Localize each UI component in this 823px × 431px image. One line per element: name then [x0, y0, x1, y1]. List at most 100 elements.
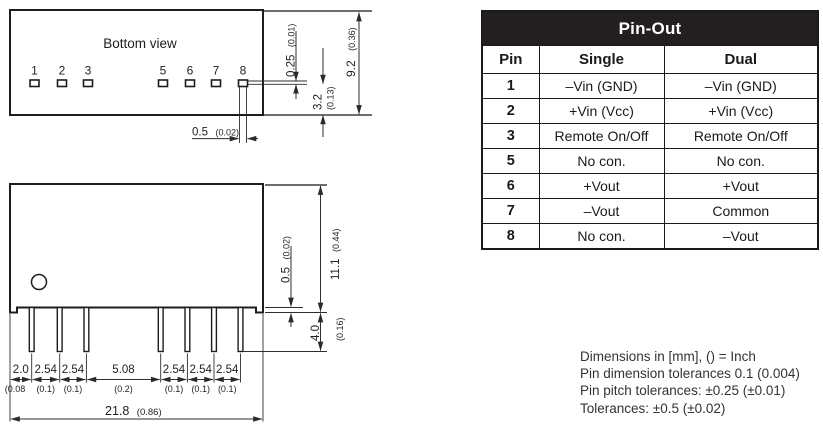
pitch-mm-2: 2.54	[62, 364, 85, 376]
pitch-mm-5: 2.54	[190, 364, 213, 376]
cell-single: –Vout	[538, 198, 665, 224]
pinout-table: Pin-Out Pin Single Dual 1 –Vin (GND) –Vi…	[481, 10, 820, 250]
cell-dual: No con.	[663, 148, 819, 174]
pitch-extension-lines	[9, 314, 264, 422]
table-row: 5 No con. No con.	[481, 148, 819, 174]
pin-label-3: 3	[85, 64, 92, 78]
table-row: 7 –Vout Common	[481, 198, 819, 224]
cell-single: No con.	[538, 223, 665, 250]
cell-dual: Remote On/Off	[663, 123, 819, 149]
cell-pin: 6	[481, 173, 540, 199]
cell-dual: Common	[663, 198, 819, 224]
pitch-in-3: (0.2)	[114, 384, 133, 394]
note-line-pin-dimension: Pin dimension tolerances 0.1 (0.004)	[580, 366, 800, 382]
dim-pin-length-mm: 4.0	[310, 325, 322, 341]
package-body-side-view	[9, 183, 264, 314]
pin-lead-8	[237, 306, 244, 353]
dim-pin-width-label: 0.5 (0.02)	[192, 123, 239, 140]
pinout-header-row: Pin Single Dual	[481, 45, 819, 74]
cell-dual: +Vout	[663, 173, 819, 199]
table-row: 3 Remote On/Off Remote On/Off	[481, 123, 819, 149]
pin-pad-5	[157, 79, 169, 88]
dim-pin-offset-in: (0.13)	[326, 86, 336, 110]
cell-pin: 1	[481, 73, 540, 99]
pin1-indicator-circle	[30, 273, 48, 291]
pin-number-labels: 1 2 3 5 6 7 8	[31, 64, 247, 78]
dim-standoff-label: 0.5 (0.02)	[277, 236, 294, 283]
pin-pad-8	[237, 79, 249, 88]
cell-dual: +Vin (Vcc)	[663, 98, 819, 124]
table-row: 2 +Vin (Vcc) +Vin (Vcc)	[481, 98, 819, 124]
pitch-in-0: (0.08	[5, 384, 26, 394]
note-line-units: Dimensions in [mm], () = Inch	[580, 349, 756, 364]
dim-pin-thickness: 0.25 (0.01)	[282, 24, 299, 99]
pitch-mm-0: 2.0	[13, 364, 29, 376]
pin-label-6: 6	[187, 64, 194, 78]
pin-pad-6	[184, 79, 196, 88]
pin-pad-3	[82, 79, 94, 88]
col-header-pin: Pin	[481, 45, 540, 74]
pin-lead-5	[157, 306, 164, 353]
cell-pin: 7	[481, 198, 540, 224]
pin-lead-2	[56, 306, 63, 353]
pin-pads	[29, 79, 249, 88]
col-header-single: Single	[538, 45, 665, 74]
pitch-in-4: (0.1)	[165, 384, 184, 394]
dim-body-height-label: 11.1 (0.44)	[326, 229, 343, 281]
pin-label-1: 1	[31, 64, 38, 78]
dim-pin-offset-mm: 3.2	[313, 94, 325, 110]
bottom-view-diagram: Bottom view 1 2 3 5 6 7 8	[9, 9, 372, 143]
cell-single: +Vin (Vcc)	[538, 98, 665, 124]
note-line-pin-pitch: Pin pitch tolerances: ±0.25 (±0.01)	[580, 383, 786, 399]
package-body-bottom-view	[9, 9, 264, 116]
pin-label-2: 2	[59, 64, 66, 78]
table-row: 8 No con. –Vout	[481, 223, 819, 250]
dim-body-width: 21.8 (0.86)	[10, 402, 263, 422]
dim-pin-thickness-label: 0.25 (0.01)	[282, 24, 299, 77]
cell-single: –Vin (GND)	[538, 73, 665, 99]
dim-pin-width: 0.5 (0.02)	[192, 87, 258, 143]
pin-label-8: 8	[240, 64, 247, 78]
cell-single: No con.	[538, 148, 665, 174]
pin-leads	[28, 306, 244, 353]
cell-pin: 2	[481, 98, 540, 124]
pin-lead-6	[184, 306, 191, 353]
cell-single: Remote On/Off	[538, 123, 665, 149]
cell-pin: 5	[481, 148, 540, 174]
dim-pin-length-in: (0.16)	[335, 317, 345, 341]
dim-body-width-label: 21.8 (0.86)	[105, 402, 162, 419]
mechanical-drawings: Bottom view 1 2 3 5 6 7 8	[5, 9, 372, 422]
pitch-mm-3: 5.08	[112, 364, 134, 376]
pin-pad-7	[210, 79, 222, 88]
pin-pad-2	[56, 79, 68, 88]
pinout-table-title: Pin-Out	[481, 10, 819, 46]
pin-pad-1	[29, 79, 40, 88]
pin-lead-7	[210, 306, 218, 353]
pin-label-5: 5	[160, 64, 167, 78]
dim-body-depth-label: 9.2 (0.36)	[342, 27, 359, 77]
pitch-labels-mm: 2.0 2.54 2.54 5.08 2.54 2.54 2.54	[13, 364, 239, 376]
pin-lead-3	[83, 306, 90, 353]
pitch-labels-inch: (0.08 (0.1) (0.1) (0.2) (0.1) (0.1) (0.1…	[5, 384, 237, 394]
bottom-view-title: Bottom view	[103, 36, 177, 51]
dim-standoff: 0.5 (0.02)	[277, 236, 294, 327]
cell-pin: 3	[481, 123, 540, 149]
dim-pin-length: 4.0 (0.16)	[310, 313, 345, 351]
pin-lead-1	[28, 306, 35, 353]
pitch-in-5: (0.1)	[191, 384, 210, 394]
note-line-tolerances: Tolerances: ±0.5 (±0.02)	[580, 400, 726, 416]
dim-body-depth: 9.2 (0.36)	[342, 12, 362, 115]
pitch-in-1: (0.1)	[36, 384, 55, 394]
table-row: 6 +Vout +Vout	[481, 173, 819, 199]
pitch-mm-4: 2.54	[163, 364, 186, 376]
dimension-notes: Dimensions in [mm], () = Inch Pin dimens…	[580, 348, 800, 417]
dim-pin-offset: 3.2 (0.13)	[313, 48, 336, 137]
cell-dual: –Vin (GND)	[663, 73, 819, 99]
cell-single: +Vout	[538, 173, 665, 199]
side-view-diagram: 2.0 2.54 2.54 5.08 2.54 2.54 2.54 (0.08 …	[5, 183, 345, 422]
col-header-dual: Dual	[663, 45, 819, 74]
pitch-in-2: (0.1)	[64, 384, 83, 394]
pitch-mm-1: 2.54	[35, 364, 58, 376]
dim-body-height: 11.1 (0.44)	[317, 185, 343, 312]
pin-label-7: 7	[213, 64, 220, 78]
